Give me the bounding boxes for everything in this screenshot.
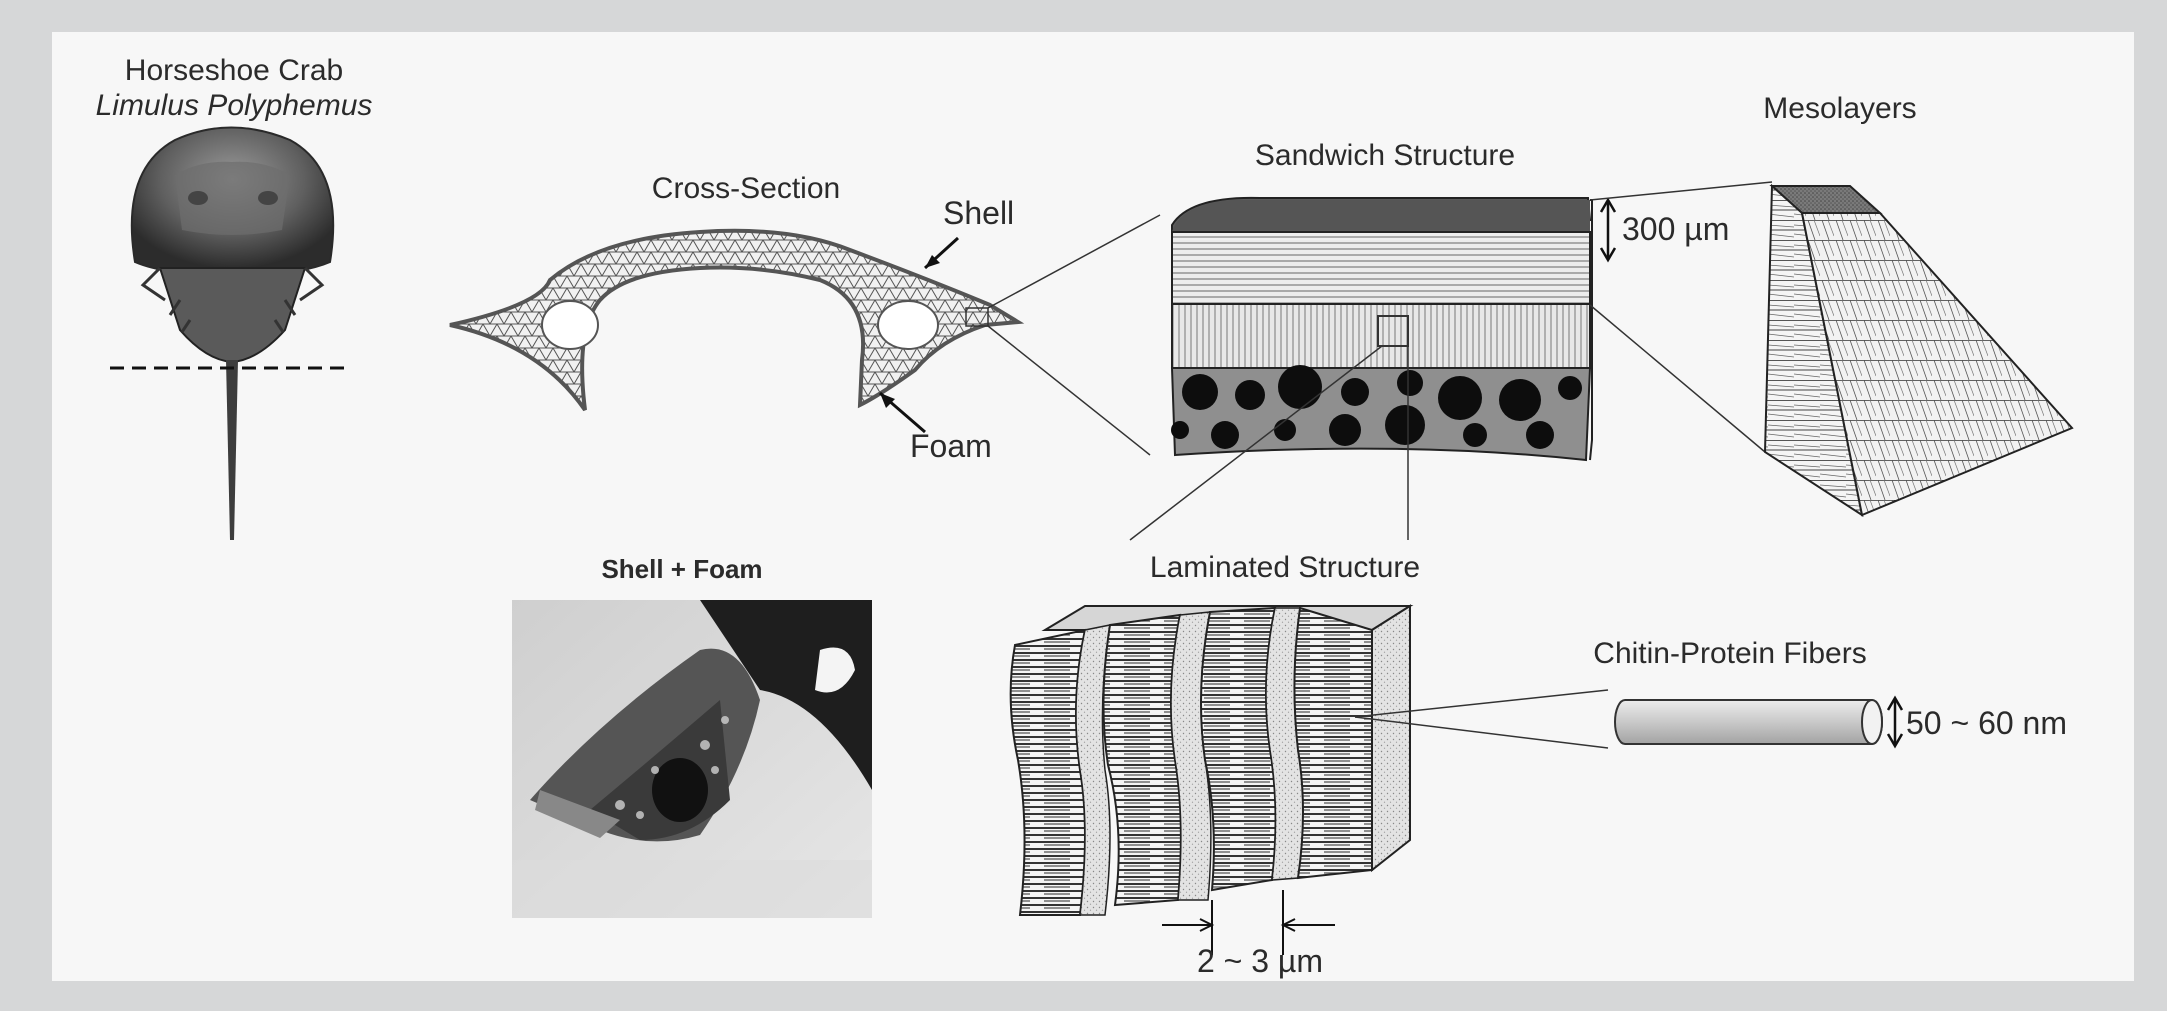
photo-title: Shell + Foam <box>601 554 762 584</box>
laminated-title: Laminated Structure <box>1150 551 1420 584</box>
sandwich-title: Sandwich Structure <box>1255 139 1515 172</box>
crab-illustration <box>110 126 352 540</box>
mesolayers-side-face <box>1800 212 2074 517</box>
laminated-structure-group: Laminated Structure 2 ~ 3 µm <box>1009 551 1609 979</box>
crab-common-name: Horseshoe Crab <box>125 54 343 87</box>
mesolayers-group: Mesolayers <box>1763 92 2074 518</box>
cross-section-void-left <box>541 300 599 350</box>
cross-section-title: Cross-Section <box>652 172 840 205</box>
crab-scientific-name: Limulus Polyphemus <box>96 89 373 122</box>
zoom-line-top <box>987 214 1161 309</box>
sandwich-outer-layer <box>1171 231 1591 305</box>
fiber-title: Chitin-Protein Fibers <box>1593 637 1866 670</box>
cross-section-zoom-box <box>965 307 989 327</box>
lamella-spacing-label: 2 ~ 3 µm <box>1197 943 1323 979</box>
sandwich-thickness-label: 300 µm <box>1622 211 1729 247</box>
sandwich-zoom-box <box>1377 315 1409 347</box>
shell-label: Shell <box>943 195 1014 231</box>
cross-section-group: Cross-Section Shell Foam <box>449 172 1161 464</box>
zoom-line-meso-bottom <box>1589 304 1766 453</box>
shell-foam-photo-group: Shell + Foam <box>512 554 872 918</box>
fiber-cylinder <box>1614 699 1883 745</box>
foam-label: Foam <box>910 428 992 464</box>
zoom-line-meso-top <box>1589 181 1773 201</box>
chitin-fiber-group: Chitin-Protein Fibers 50 ~ 60 nm <box>1593 637 2067 749</box>
zoom-line-lam-left <box>1129 345 1383 541</box>
zoom-line-fiber-top <box>1354 689 1609 718</box>
sandwich-structure-group: Sandwich Structure <box>1129 139 1773 541</box>
sandwich-mid-layer <box>1171 303 1591 369</box>
cross-section-void-right <box>877 300 939 350</box>
fiber-diameter-label: 50 ~ 60 nm <box>1906 705 2067 741</box>
zoom-line-bottom <box>987 325 1151 456</box>
lamella-4 <box>1293 606 1373 880</box>
zoom-line-fiber-bottom <box>1354 716 1609 749</box>
laminated-side-face <box>1371 604 1411 873</box>
horseshoe-crab-group: Horseshoe Crab Limulus Polyphemus <box>96 54 373 540</box>
mesolayers-title: Mesolayers <box>1763 92 1916 125</box>
interlayer-1 <box>1075 624 1111 916</box>
